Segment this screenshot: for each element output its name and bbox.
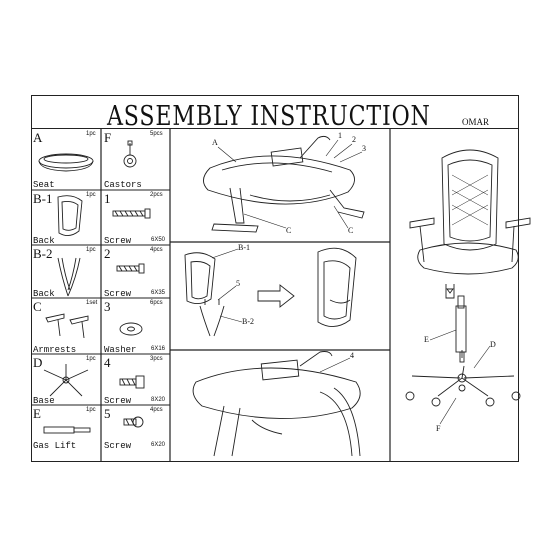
part-name: Gas Lift bbox=[33, 441, 77, 451]
washer-icon bbox=[119, 322, 143, 336]
part-id: F bbox=[104, 130, 112, 145]
part-qty: 1set bbox=[86, 300, 98, 306]
callout-label: B-2 bbox=[242, 317, 254, 326]
callout-label: C bbox=[348, 226, 354, 235]
step4-drawing bbox=[405, 149, 531, 407]
screw-long-icon bbox=[112, 208, 151, 219]
part-id: 2 bbox=[104, 246, 111, 261]
part-qty: 4pcs bbox=[150, 247, 163, 253]
base-part-icon bbox=[43, 364, 89, 397]
step3-drawing bbox=[192, 351, 361, 457]
callout-label: E bbox=[424, 335, 429, 344]
part-id: A bbox=[33, 130, 43, 145]
screw-short-icon bbox=[123, 416, 144, 428]
part-qty: 3pcs bbox=[150, 356, 163, 362]
part-qty: 2pcs bbox=[150, 192, 163, 198]
seat-part-icon bbox=[38, 153, 94, 172]
screw-hex-icon bbox=[119, 375, 145, 389]
part-name: Screw bbox=[104, 441, 132, 451]
part-id: 1 bbox=[104, 191, 111, 206]
callout-label: 4 bbox=[350, 351, 354, 360]
part-name: Washer bbox=[104, 345, 137, 355]
callout-label: A bbox=[212, 138, 218, 147]
callout-label: C bbox=[286, 226, 292, 235]
callout-label: F bbox=[436, 424, 441, 433]
arrow-down-icon bbox=[446, 288, 454, 294]
part-name: Seat bbox=[33, 180, 55, 190]
part-qty: 6pcs bbox=[150, 300, 163, 306]
part-qty: 5pcs bbox=[150, 131, 163, 137]
part-name: Screw bbox=[104, 236, 132, 246]
part-name: Castors bbox=[104, 180, 142, 190]
back-frame-part-icon bbox=[57, 195, 83, 236]
part-name: Screw bbox=[104, 396, 132, 406]
part-id: E bbox=[33, 406, 41, 421]
instruction-sheet bbox=[31, 95, 519, 462]
step2-drawing bbox=[184, 247, 357, 337]
header-divider bbox=[31, 128, 519, 129]
castor-part-icon bbox=[123, 140, 137, 168]
part-qty: 1pc bbox=[86, 192, 96, 198]
part-name: Screw bbox=[104, 289, 132, 299]
part-qty: 4pcs bbox=[150, 407, 163, 413]
page-title: ASSEMBLY INSTRUCTION bbox=[107, 101, 431, 132]
part-size: 6X35 bbox=[151, 290, 166, 296]
armrest-part-icon bbox=[45, 313, 89, 339]
part-name: Armrests bbox=[33, 345, 77, 355]
part-name: Back bbox=[33, 236, 55, 246]
callout-label: D bbox=[490, 340, 496, 349]
part-id: 4 bbox=[104, 355, 111, 370]
part-name: Back bbox=[33, 289, 55, 299]
part-id: 3 bbox=[104, 299, 111, 314]
step1-drawing bbox=[203, 135, 365, 233]
part-id: 5 bbox=[104, 406, 111, 421]
gas-lift-part-icon bbox=[43, 426, 91, 434]
callout-label: 5 bbox=[236, 279, 240, 288]
part-size: 6X16 bbox=[151, 346, 166, 352]
callout-label: 2 bbox=[352, 135, 356, 144]
part-qty: 1pc bbox=[86, 131, 96, 137]
part-id: B-2 bbox=[33, 246, 53, 261]
callout-label: B-1 bbox=[238, 243, 250, 252]
part-qty: 1pc bbox=[86, 407, 96, 413]
part-size: 6X20 bbox=[151, 442, 166, 448]
callout-label: 1 bbox=[338, 131, 342, 140]
part-id: B-1 bbox=[33, 191, 53, 206]
part-size: 8X20 bbox=[151, 397, 166, 403]
part-id: C bbox=[33, 299, 42, 314]
back-support-part-icon bbox=[57, 257, 81, 297]
brand-name: OMAR bbox=[462, 117, 490, 127]
screw-medium-icon bbox=[116, 263, 145, 274]
arrow-right-icon bbox=[257, 284, 295, 308]
part-name: Base bbox=[33, 396, 55, 406]
part-qty: 1pc bbox=[86, 356, 96, 362]
callout-label: 3 bbox=[362, 144, 366, 153]
part-size: 6X50 bbox=[151, 237, 166, 243]
part-id: D bbox=[33, 355, 43, 370]
part-qty: 1pc bbox=[86, 247, 96, 253]
